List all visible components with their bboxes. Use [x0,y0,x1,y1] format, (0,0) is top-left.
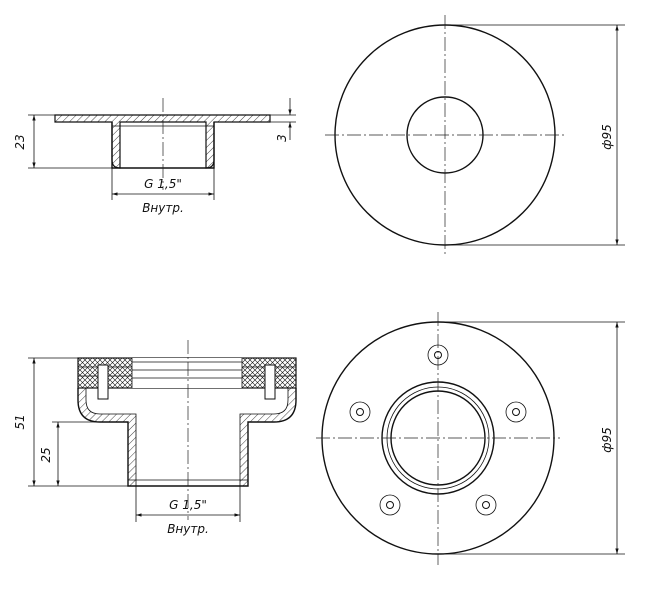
bolt-hole-upper-right [505,401,527,423]
bottom-thread-note: Внутр. [167,522,209,536]
bottom-thread-label: G 1,5" [169,498,207,512]
bolt-hole-upper-left [349,401,371,423]
bottom-screw-left [97,364,109,400]
bottom-body-hatch-right [239,387,297,487]
top-plan-view: ф95 [325,15,625,255]
bottom-lower-label: 25 [39,447,53,462]
top-thread-label: G 1,5" [144,177,182,191]
bottom-dia-label: ф95 [600,427,614,453]
top-section-view: 23 3 G 1,5" Внутр. [13,98,296,215]
bottom-section-view: 51 25 G 1,5" Внутр. [13,340,297,536]
bottom-height-label: 51 [13,414,27,429]
top-section-hatch [54,114,271,169]
top-flange-label: 3 [275,134,289,142]
bolt-hole-top [427,344,449,366]
bolt-hole-lower-left [379,494,401,516]
bottom-plan-view: ф95 [316,312,625,565]
top-dia-label: ф95 [600,124,614,150]
top-height-label: 23 [13,134,27,149]
bottom-ring-clear [132,358,242,388]
bottom-body-outline [77,388,297,487]
bolt-hole-lower-right [475,494,497,516]
top-pipe-inner [119,122,207,168]
bottom-screw-right [264,364,276,400]
top-thread-note: Внутр. [142,201,184,215]
